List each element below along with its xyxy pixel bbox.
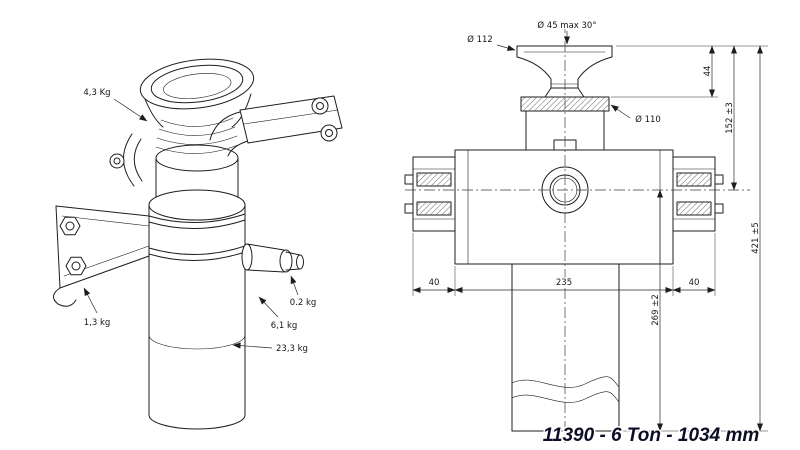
trunnion-bracket-left — [404, 156, 456, 232]
dim-right-bracket-width: 40 — [689, 278, 700, 288]
left-isometric-view: 4,3 Kg 1,3 kg 6,1 kg 0.2 kg 23,3 kg — [53, 58, 343, 430]
right-orthographic-view — [404, 45, 724, 432]
weight-annotations: 4,3 Kg 1,3 kg 6,1 kg 0.2 kg 23,3 kg — [82, 87, 317, 356]
dim-overall-length: 421 ±5 — [751, 222, 761, 253]
top-plate-dome — [139, 58, 255, 128]
weight-label-top-plate: 4,3 Kg — [83, 88, 110, 98]
first-stage-tube — [155, 144, 239, 206]
cylinder-body — [148, 204, 246, 430]
gland-ring — [148, 189, 246, 221]
dim-top-to-axis: 152 ±3 — [725, 102, 735, 133]
bottom-tube — [511, 263, 620, 432]
upper-mounting-bracket — [109, 95, 343, 187]
bellows-spring — [155, 117, 239, 154]
weight-label-valve: 0.2 kg — [290, 298, 317, 308]
dim-first-stage-diameter: Ø 110 — [635, 114, 661, 125]
dim-axis-to-bottom: 269 ±2 — [651, 294, 661, 325]
centerlines — [405, 22, 750, 443]
lower-clamp-bracket — [53, 205, 246, 307]
side-port-fitting — [241, 243, 304, 273]
ball-joint — [544, 87, 585, 98]
weight-label-cylinder-stage: 6,1 kg — [271, 321, 298, 331]
dim-body-width: 235 — [556, 278, 572, 288]
dim-top-plate-diameter: Ø 112 — [467, 34, 493, 45]
dim-left-bracket-width: 40 — [429, 278, 440, 288]
weight-label-clamp-bracket: 1,3 kg — [84, 318, 111, 328]
weight-label-total: 23,3 kg — [276, 344, 308, 354]
top-plate-profile — [516, 45, 613, 151]
dim-top-plate-height: 44 — [703, 66, 713, 77]
break-line-upper — [511, 376, 620, 388]
trunnion-bracket-right — [672, 156, 724, 232]
break-line-lower — [511, 391, 620, 403]
drawing-title: 11390 - 6 Ton - 1034 mm — [543, 425, 760, 446]
dim-rod-max-angle: Ø 45 max 30° — [537, 20, 596, 31]
dimension-lines: 44 152 ±3 421 ±5 269 ±2 40 235 40 Ø 112 … — [412, 19, 768, 432]
